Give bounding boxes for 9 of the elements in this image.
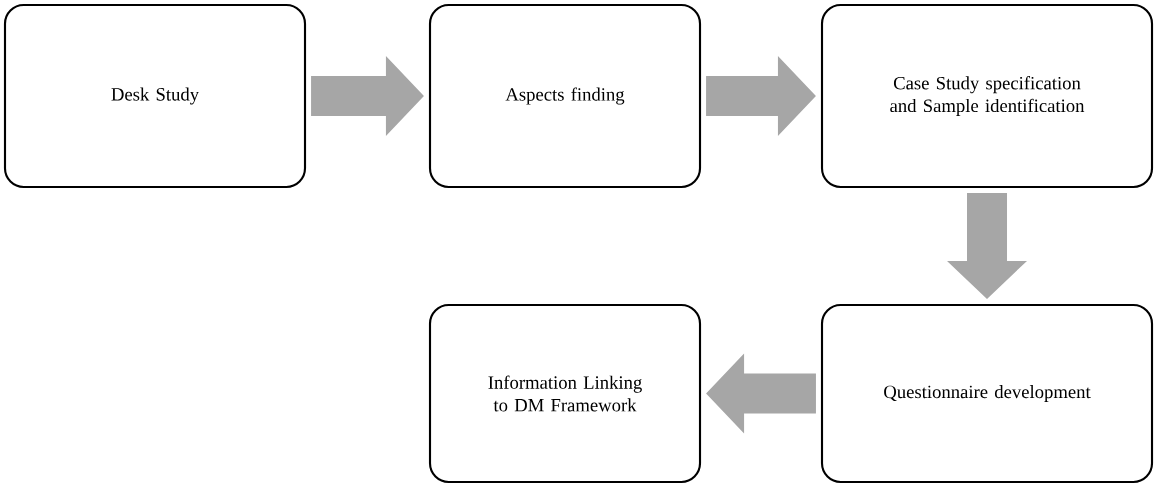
process-box: Questionnaire development (820, 303, 1154, 484)
block-arrow (947, 193, 1027, 299)
block-arrow (706, 56, 816, 136)
process-box: Aspects finding (428, 3, 702, 189)
process-box: Desk Study (3, 3, 307, 189)
process-box: Case Study specification and Sample identification (820, 3, 1154, 189)
block-arrow (311, 56, 424, 136)
process-box: Information Linking to DM Framework (428, 303, 702, 484)
block-arrow (706, 353, 816, 434)
